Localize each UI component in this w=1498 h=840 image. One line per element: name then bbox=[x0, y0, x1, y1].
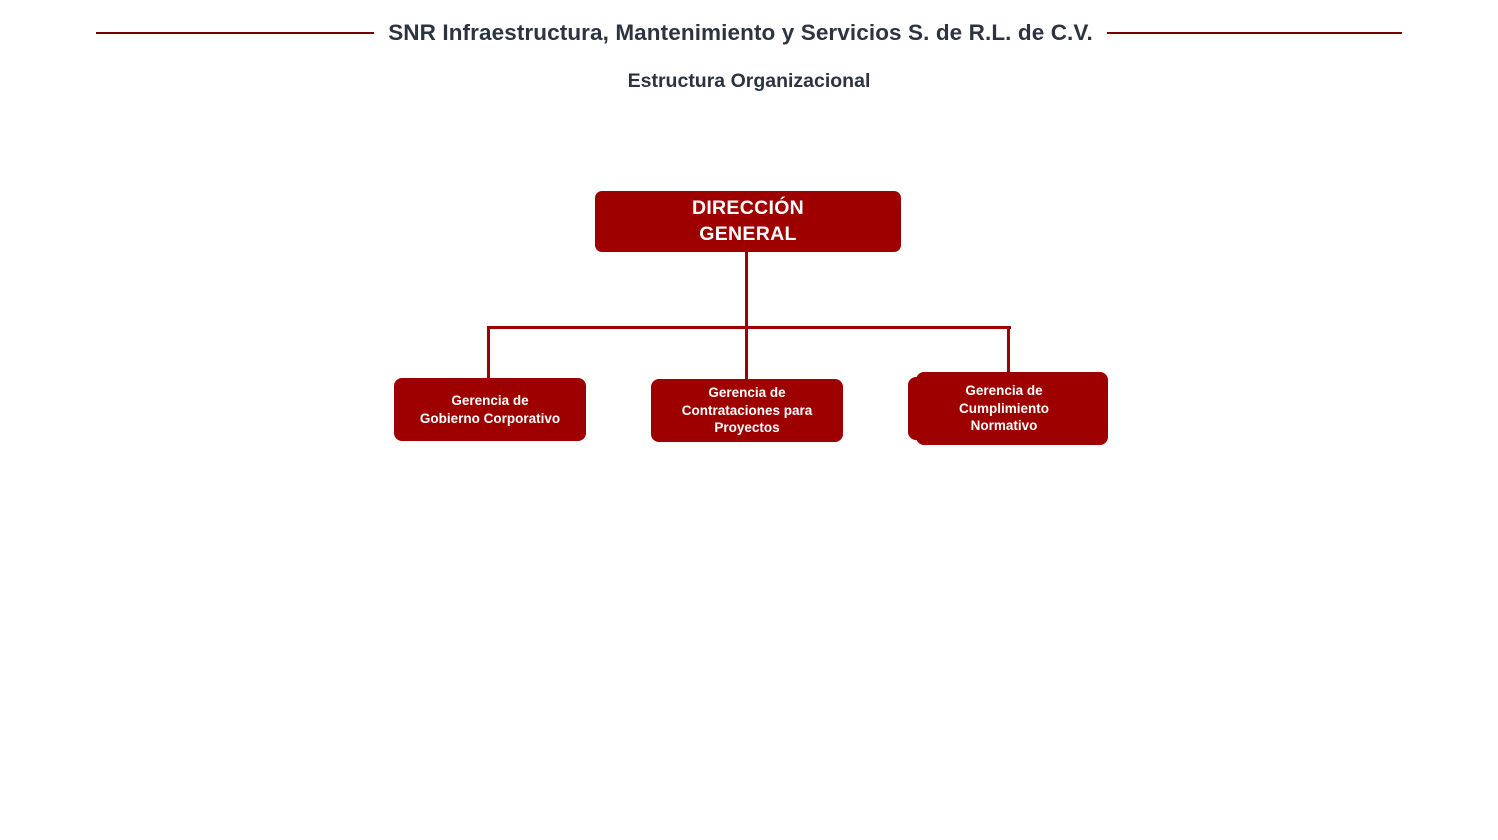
node-gerencia-contrataciones-proyectos[interactable]: Gerencia de Contrataciones para Proyecto… bbox=[651, 379, 843, 442]
node-gerencia-cumplimiento-normativo-label: Gerencia de Cumplimiento Normativo bbox=[959, 382, 1049, 436]
node-label-line: Contrataciones para bbox=[681, 402, 813, 418]
header-rule-right bbox=[1106, 32, 1402, 34]
node-label-line: Normativo bbox=[970, 418, 1038, 434]
node-direccion-general[interactable]: DIRECCIÓN GENERAL bbox=[595, 191, 901, 252]
company-title: SNR Infraestructura, Mantenimiento y Ser… bbox=[388, 19, 1093, 45]
chart-subtitle: Estructura Organizacional bbox=[627, 70, 871, 92]
connector-drop-middle bbox=[745, 326, 748, 381]
node-direccion-general-label: DIRECCIÓN GENERAL bbox=[692, 196, 804, 248]
node-label-line: DIRECCIÓN bbox=[691, 196, 805, 219]
node-label-line: Gerencia de bbox=[708, 384, 786, 400]
node-label-line: Cumplimiento bbox=[959, 400, 1049, 416]
connector-drop-left bbox=[487, 326, 490, 380]
node-gerencia-gobierno-corporativo[interactable]: Gerencia de Gobierno Corporativo bbox=[394, 378, 586, 441]
node-gerencia-cumplimiento-normativo[interactable]: Gerencia de Cumplimiento Normativo bbox=[908, 377, 1100, 440]
node-label-line: GENERAL bbox=[699, 222, 797, 245]
connector-horizontal-bus bbox=[488, 326, 1011, 329]
connector-trunk bbox=[745, 250, 748, 329]
node-gerencia-gobierno-corporativo-label: Gerencia de Gobierno Corporativo bbox=[420, 392, 560, 428]
node-label-line: Gerencia de bbox=[451, 392, 529, 408]
header: SNR Infraestructura, Mantenimiento y Ser… bbox=[0, 14, 1498, 52]
node-label-line: Gobierno Corporativo bbox=[419, 410, 561, 426]
header-rule-left bbox=[96, 32, 375, 34]
connector-drop-right bbox=[1007, 326, 1010, 379]
node-label-line: Proyectos bbox=[714, 420, 780, 436]
node-label-line: Gerencia de bbox=[965, 382, 1043, 398]
node-gerencia-contrataciones-proyectos-label: Gerencia de Contrataciones para Proyecto… bbox=[682, 384, 813, 438]
